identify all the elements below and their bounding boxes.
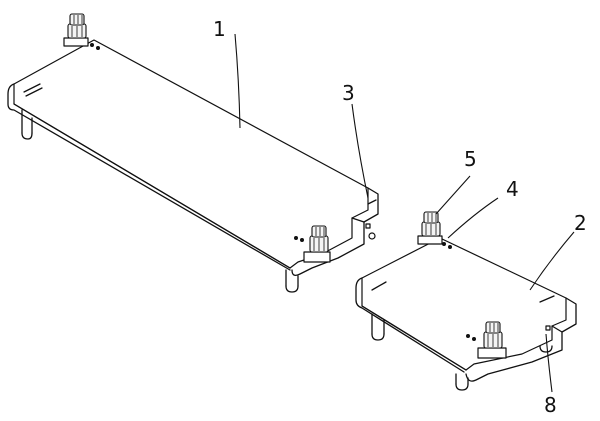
leader-line-2 [529,231,575,291]
leader-line-5 [435,175,471,215]
leader-line-1 [234,33,241,129]
adjusting-knob-icon [63,13,100,50]
leader-lines [234,33,575,393]
short-tray [355,237,577,391]
part-label-2: 2 [574,211,587,235]
leader-line-8 [545,333,553,393]
part-label-4: 4 [506,177,519,201]
short-tray-top [361,237,567,371]
leader-line-3 [351,103,369,199]
leader-line-4 [447,197,499,239]
long-tray [7,39,379,293]
part-label-5: 5 [464,147,477,171]
part-label-8: 8 [544,393,557,417]
adjusting-knob-icon [417,211,452,249]
adjusting-knob-icon [466,321,507,359]
part-label-3: 3 [342,81,355,105]
adjusting-knob-icon [294,225,331,263]
part-label-1: 1 [213,17,226,41]
